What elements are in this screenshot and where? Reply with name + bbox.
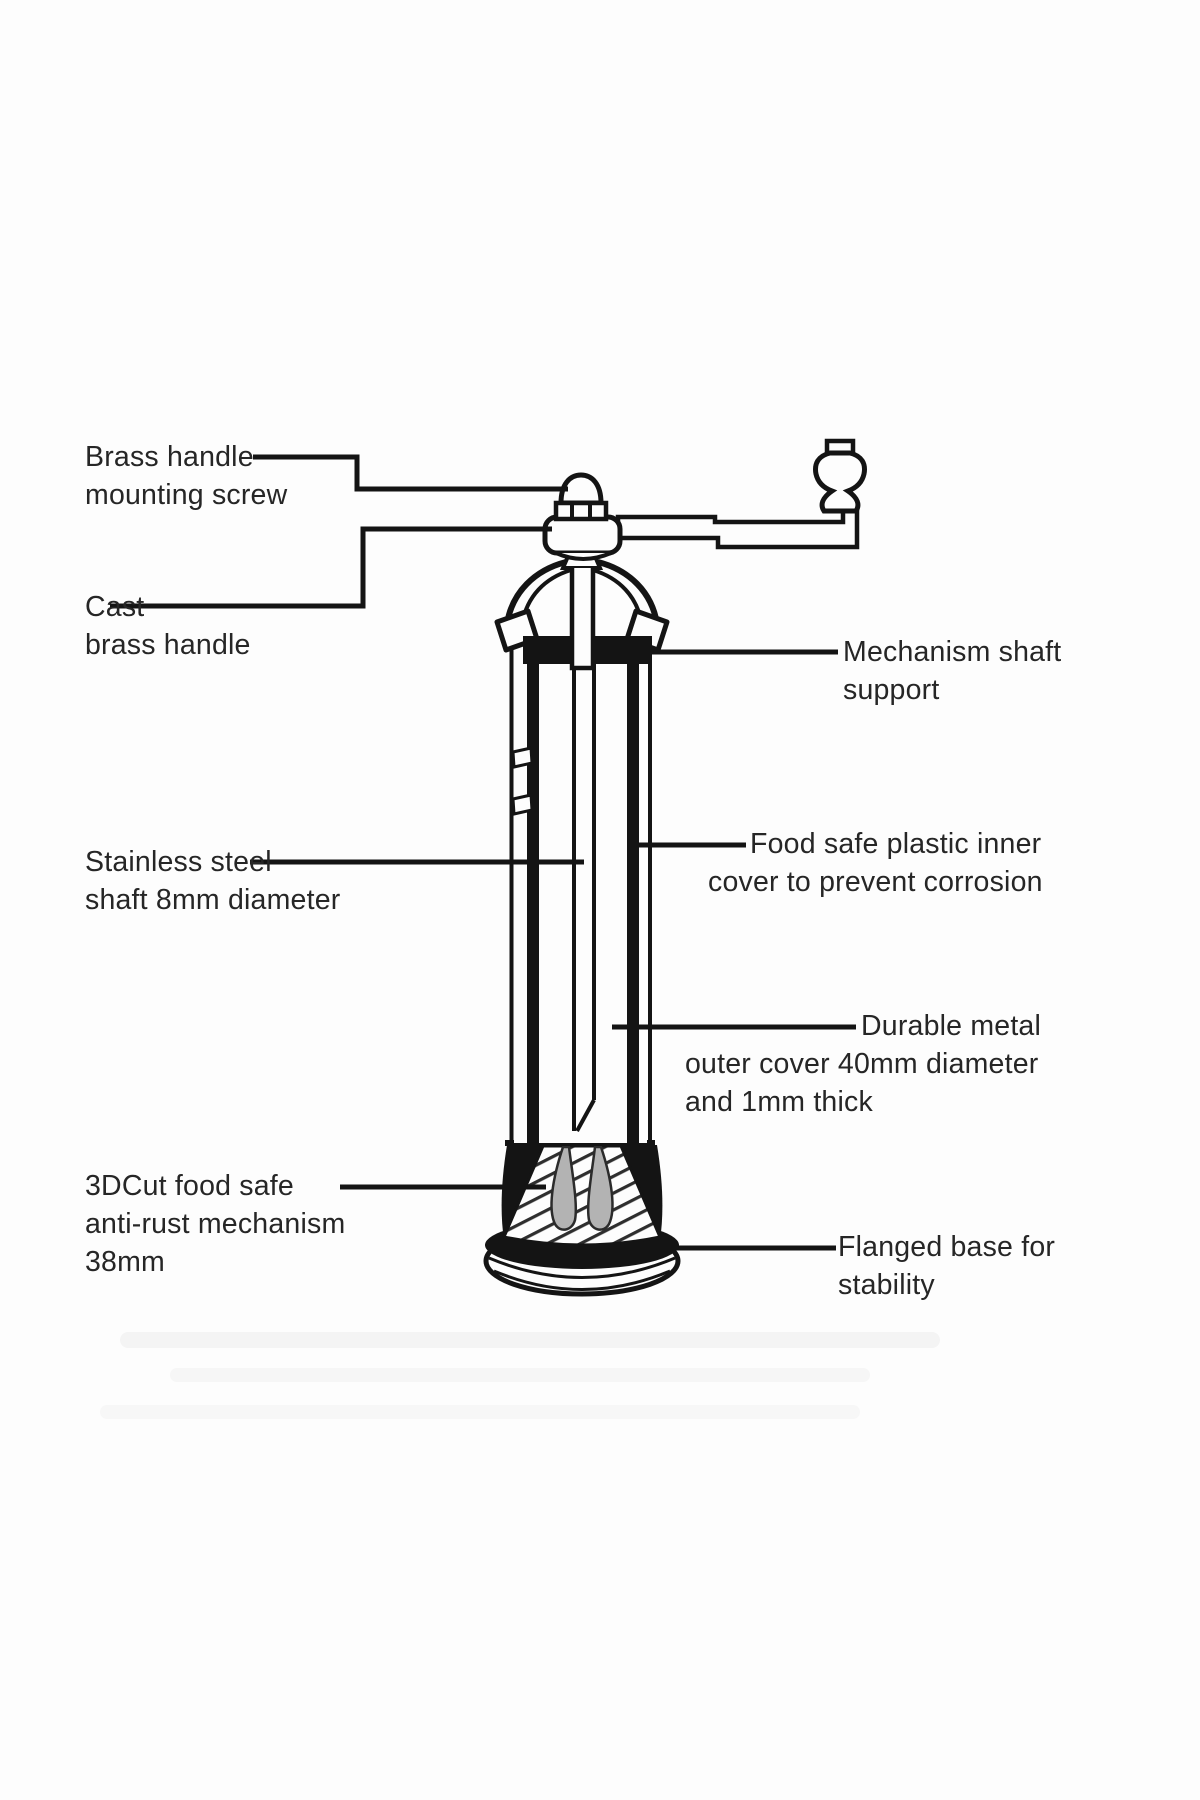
label-line: mounting screw	[85, 479, 288, 511]
label-line: brass handle	[85, 629, 251, 661]
scan-artifact	[170, 1368, 870, 1382]
label-line: outer cover 40mm diameter	[685, 1048, 1039, 1080]
handle-hub	[542, 514, 623, 556]
leader-cast-handle	[110, 526, 552, 609]
label-stainless-steel-shaft: Stainless steel shaft 8mm diameter	[85, 843, 340, 919]
crank-arm	[615, 505, 860, 550]
crank-handle	[542, 438, 867, 561]
label-food-safe-inner-cover: Food safe plastic inner cover to prevent…	[708, 825, 1043, 901]
label-line: Mechanism shaft	[843, 636, 1062, 668]
label-flanged-base: Flanged base for stability	[838, 1228, 1055, 1304]
label-line: Food safe plastic inner	[750, 828, 1042, 860]
label-line: 38mm	[85, 1246, 165, 1278]
label-line: 3DCut food safe	[85, 1170, 294, 1202]
label-line: shaft 8mm diameter	[85, 884, 341, 916]
grinder-mechanism	[501, 1140, 663, 1247]
label-cast-brass-handle: Cast brass handle	[85, 588, 251, 664]
scan-artifact	[120, 1332, 940, 1348]
label-line: Flanged base for	[838, 1231, 1056, 1263]
label-3dcut-mechanism: 3DCut food safe anti-rust mechanism 38mm	[85, 1167, 345, 1281]
leader-lines	[110, 454, 856, 1251]
scan-artifact	[100, 1405, 860, 1419]
label-line: and 1mm thick	[685, 1086, 873, 1118]
label-line: anti-rust mechanism	[85, 1208, 346, 1240]
grinder-tooth-right	[586, 1145, 614, 1231]
label-brass-handle-mounting-screw: Brass handle mounting screw	[85, 438, 287, 514]
steel-shaft	[572, 664, 596, 1132]
grinder-tooth-left	[550, 1145, 578, 1231]
body-cylinder	[509, 646, 652, 1143]
label-line: cover to prevent corrosion	[708, 866, 1043, 898]
leader-brass-screw	[253, 454, 568, 492]
label-line: Cast	[85, 591, 145, 623]
label-line: Brass handle	[85, 441, 254, 473]
handle-knob	[813, 450, 867, 514]
label-line: support	[843, 674, 940, 706]
label-line: Durable metal	[861, 1010, 1042, 1042]
label-line: stability	[838, 1269, 935, 1301]
label-durable-metal-outer-cover: Durable metal outer cover 40mm diameter …	[685, 1007, 1041, 1121]
label-mechanism-shaft-support: Mechanism shaft support	[843, 633, 1061, 709]
label-line: Stainless steel	[85, 846, 272, 878]
